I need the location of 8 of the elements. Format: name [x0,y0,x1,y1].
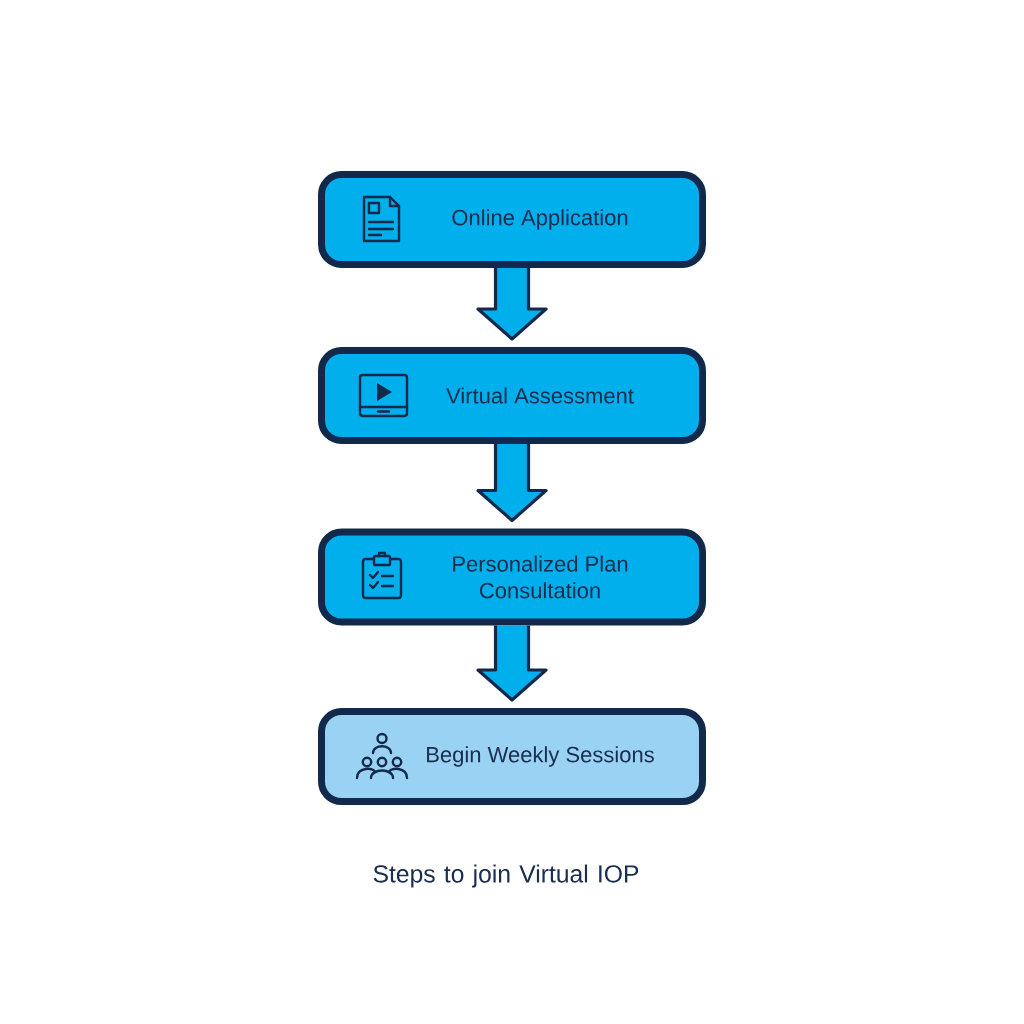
process-box: Online Application [318,171,706,268]
block-arrow [476,442,548,523]
block-arrow [476,623,548,702]
process-box: Personalized Plan Consultation [318,528,706,626]
block-arrow [476,266,548,341]
process-box: Virtual Assessment [318,347,706,444]
process-box: Begin Weekly Sessions [318,708,706,805]
caption: Steps to join Virtual IOP [373,864,639,888]
